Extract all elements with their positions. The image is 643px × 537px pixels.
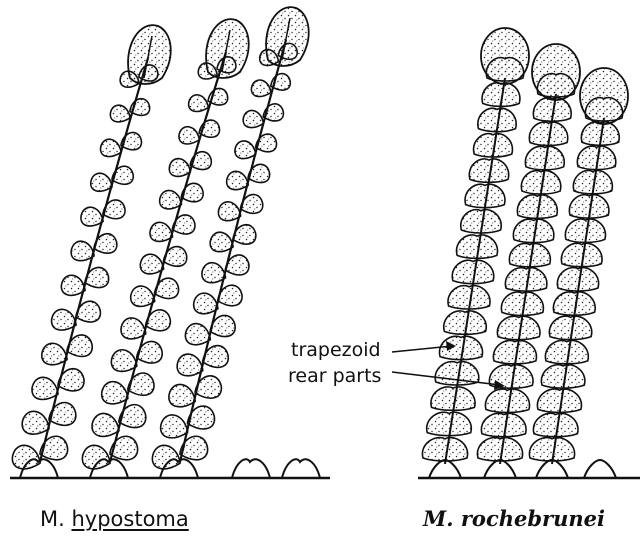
rochebrunei-illustration [418, 28, 640, 478]
segment [422, 438, 467, 461]
leaflet-lobe [194, 293, 218, 314]
annotation-label-line1: trapezoid [291, 339, 381, 361]
leaflet-lobe [169, 384, 195, 406]
leaflet-lobe [22, 411, 49, 434]
leaflet-lobe [101, 139, 121, 156]
leaflet-lobe [202, 263, 226, 283]
leaflet-lobe [110, 105, 130, 122]
rhizoid-loop [232, 459, 270, 478]
leaflet-lobe [185, 324, 210, 345]
leaflet-lobe [91, 173, 112, 191]
caption-right: M. rochebrunei [423, 506, 605, 531]
leaflet-lobe [140, 254, 163, 274]
leaflet-lobe [251, 80, 270, 97]
leaflet-lobe [92, 414, 119, 437]
frond-tip-blade [128, 25, 171, 84]
leaflet-lobe [227, 171, 248, 189]
leaflet-lobe [71, 241, 94, 260]
frond-tip-cap [580, 68, 628, 124]
leaflet-lobe [179, 127, 199, 144]
frond-tip-blade [266, 7, 309, 66]
leaflet-lobe [210, 232, 233, 251]
rhizoid-loop [282, 459, 320, 478]
caption-left-genus: M. [40, 507, 65, 531]
leaflet-lobe [160, 190, 182, 208]
hypostoma-illustration [10, 7, 330, 478]
leaflet-lobe [235, 141, 256, 159]
frond-tip-blade [206, 19, 249, 78]
leaflet-lobe [111, 350, 136, 372]
hypostoma-frond [12, 25, 170, 469]
frond-tip-cap [481, 28, 529, 84]
leaflet-lobe [161, 415, 188, 438]
leaflet-lobe [121, 318, 146, 339]
leaflet-lobe [189, 95, 209, 112]
leaflet-lobe [61, 275, 85, 295]
leaflet-lobe [42, 343, 67, 364]
caption-left-species: hypostoma [71, 507, 188, 531]
leaflet-lobe [243, 110, 263, 127]
frond-midrib [552, 118, 604, 464]
leaflet-lobe [218, 202, 240, 221]
leaflet-lobe [169, 159, 190, 177]
leaflet-lobe [32, 377, 58, 399]
leaflet-lobe [131, 286, 155, 306]
leaflet-lobe [102, 382, 128, 404]
caption-left: M. hypostoma [40, 507, 189, 531]
frond-tip-cap [532, 44, 580, 100]
leaflet-lobe [177, 354, 203, 376]
leaflet-lobe [150, 222, 172, 241]
rhizoid-loop [584, 460, 616, 478]
leaflet-lobe [52, 309, 76, 330]
leaflet-lobe [81, 207, 103, 226]
frond-midrib [40, 58, 148, 462]
annotation-label-line2: rear parts [288, 365, 381, 387]
